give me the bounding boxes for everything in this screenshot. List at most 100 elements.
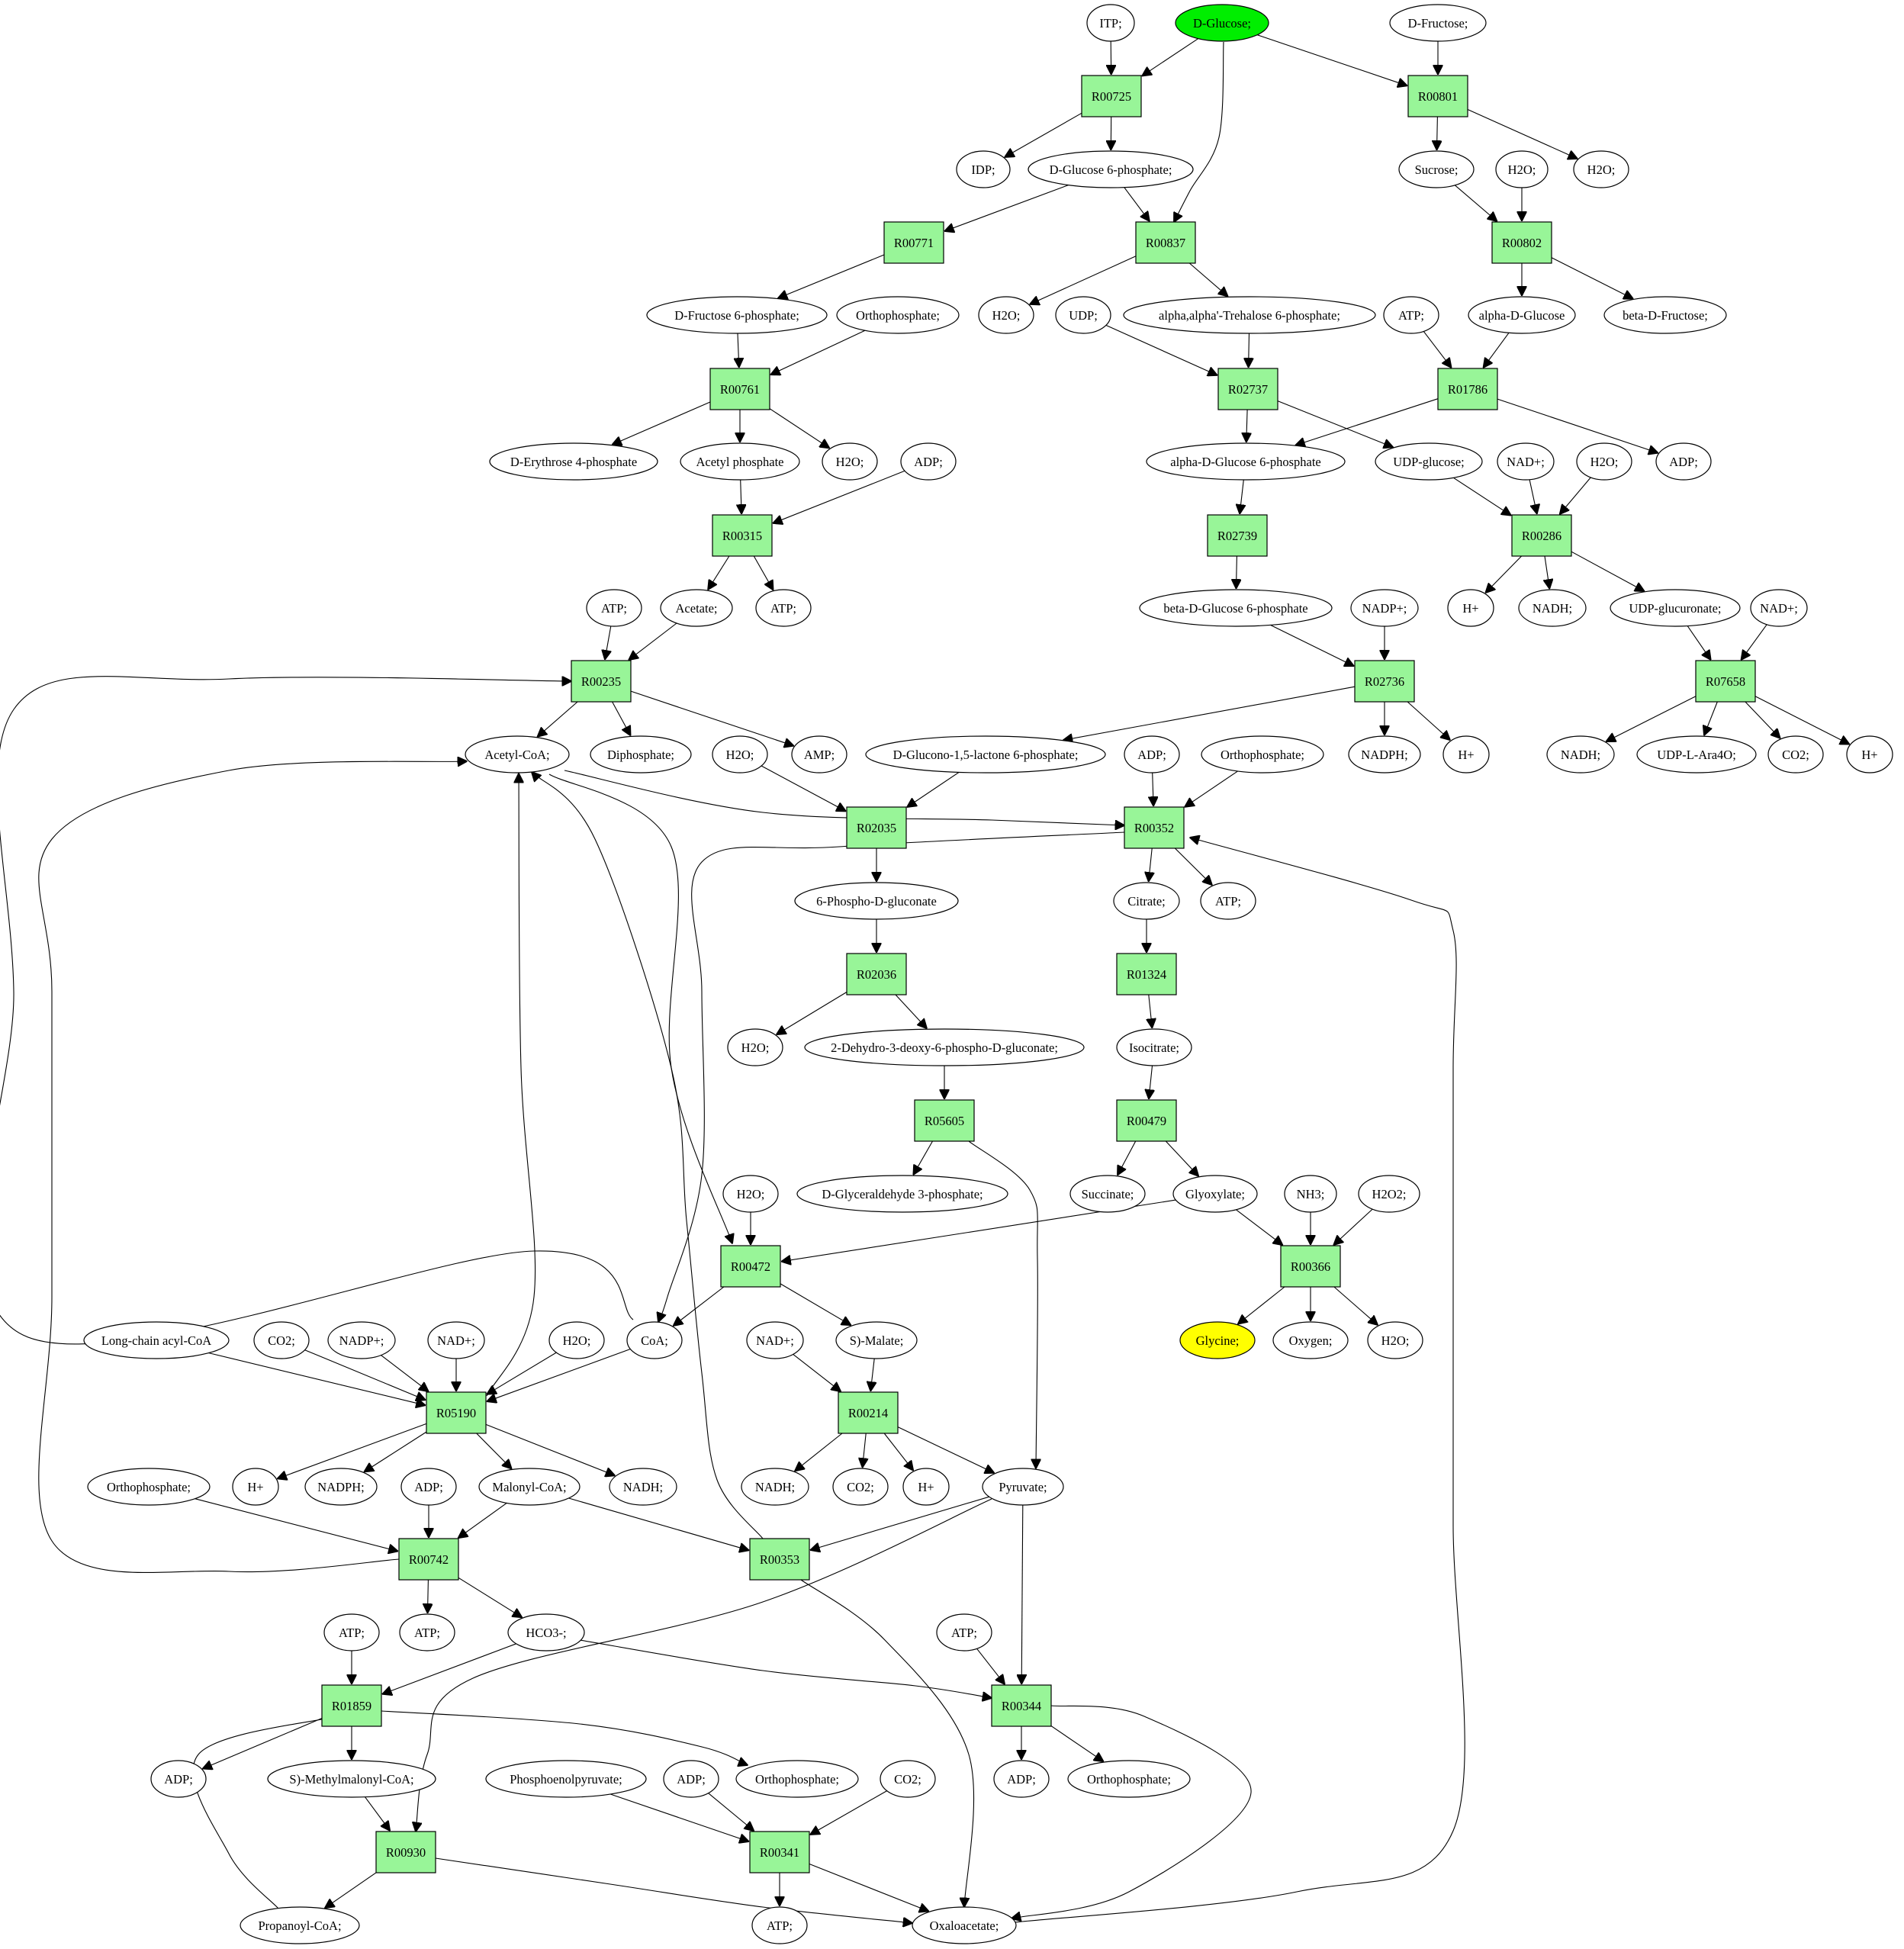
reaction-node-r01786[interactable]: R01786 bbox=[1437, 368, 1498, 410]
metabolite-node-pi_b[interactable]: Orthophosphate; bbox=[1201, 735, 1324, 773]
metabolite-node-atp_b[interactable]: ATP; bbox=[586, 589, 642, 627]
metabolite-node-udp[interactable]: UDP; bbox=[1055, 296, 1111, 334]
metabolite-node-udpglc[interactable]: UDP-glucose; bbox=[1375, 442, 1483, 481]
metabolite-node-nadh_a[interactable]: NADH; bbox=[1518, 589, 1587, 627]
metabolite-node-nad_b[interactable]: NAD+; bbox=[1750, 589, 1808, 627]
reaction-node-r02739[interactable]: R02739 bbox=[1207, 514, 1268, 557]
metabolite-node-adg6p[interactable]: alpha-D-Glucose 6-phosphate bbox=[1146, 442, 1346, 481]
metabolite-node-atp_f[interactable]: ATP; bbox=[323, 1613, 380, 1652]
metabolite-node-adp_a[interactable]: ADP; bbox=[900, 442, 957, 481]
metabolite-node-amp[interactable]: AMP; bbox=[791, 735, 847, 773]
metabolite-node-tre6p[interactable]: alpha,alpha'-Trehalose 6-phosphate; bbox=[1123, 296, 1376, 334]
metabolite-node-smmcoa[interactable]: S)-Methylmalonyl-CoA; bbox=[267, 1760, 436, 1798]
metabolite-node-acp[interactable]: Acetyl phosphate bbox=[680, 442, 800, 481]
reaction-node-r05190[interactable]: R05190 bbox=[426, 1391, 487, 1434]
metabolite-node-nadh_d[interactable]: NADH; bbox=[741, 1468, 809, 1506]
reaction-node-r00472[interactable]: R00472 bbox=[720, 1245, 781, 1288]
metabolite-node-pep[interactable]: Phosphoenolpyruvate; bbox=[485, 1760, 647, 1798]
metabolite-node-h2o_e[interactable]: H2O; bbox=[1576, 442, 1632, 481]
metabolite-node-co2_b[interactable]: CO2; bbox=[253, 1321, 310, 1359]
reaction-node-r00341[interactable]: R00341 bbox=[749, 1831, 810, 1873]
metabolite-node-acetate[interactable]: Acetate; bbox=[660, 589, 733, 627]
metabolite-node-itp[interactable]: ITP; bbox=[1086, 4, 1135, 42]
metabolite-node-dfructose[interactable]: D-Fructose; bbox=[1389, 4, 1487, 42]
metabolite-node-h2o_h[interactable]: H2O; bbox=[722, 1175, 779, 1213]
metabolite-node-g3p[interactable]: D-Glyceraldehyde 3-phosphate; bbox=[796, 1175, 1008, 1213]
metabolite-node-atp_g[interactable]: ATP; bbox=[936, 1613, 992, 1652]
metabolite-node-df6p[interactable]: D-Fructose 6-phosphate; bbox=[646, 296, 828, 334]
metabolite-node-succ[interactable]: Succinate; bbox=[1069, 1175, 1146, 1213]
metabolite-node-pyruvate[interactable]: Pyruvate; bbox=[982, 1468, 1064, 1506]
metabolite-node-pi_d[interactable]: Orthophosphate; bbox=[735, 1760, 859, 1798]
metabolite-node-dglucose[interactable]: D-Glucose; bbox=[1175, 4, 1269, 42]
metabolite-node-h2o_a[interactable]: H2O; bbox=[1495, 150, 1549, 188]
reaction-node-r02035[interactable]: R02035 bbox=[846, 806, 907, 849]
metabolite-node-oaa[interactable]: Oxaloacetate; bbox=[912, 1906, 1017, 1944]
metabolite-node-adglc[interactable]: alpha-D-Glucose bbox=[1468, 296, 1576, 334]
metabolite-node-h_b[interactable]: H+ bbox=[1442, 735, 1490, 773]
reaction-node-r00801[interactable]: R00801 bbox=[1407, 75, 1468, 117]
metabolite-node-h2o_d[interactable]: H2O; bbox=[822, 442, 878, 481]
metabolite-node-nadph_b[interactable]: NADPH; bbox=[304, 1468, 378, 1506]
metabolite-node-adp_c[interactable]: ADP; bbox=[1124, 735, 1180, 773]
metabolite-node-coa[interactable]: CoA; bbox=[626, 1321, 683, 1359]
metabolite-node-h2o_g[interactable]: H2O; bbox=[727, 1028, 783, 1066]
metabolite-node-h2o_c[interactable]: H2O; bbox=[978, 296, 1034, 334]
metabolite-node-pi_c[interactable]: Orthophosphate; bbox=[87, 1468, 211, 1506]
metabolite-node-udpara[interactable]: UDP-L-Ara4O; bbox=[1636, 735, 1757, 773]
metabolite-node-adp_f[interactable]: ADP; bbox=[663, 1760, 719, 1798]
metabolite-node-glyox[interactable]: Glyoxylate; bbox=[1172, 1175, 1258, 1213]
reaction-node-r00761[interactable]: R00761 bbox=[709, 368, 770, 410]
metabolite-node-6pg[interactable]: 6-Phospho-D-gluconate bbox=[794, 882, 959, 920]
metabolite-node-pi_e[interactable]: Orthophosphate; bbox=[1067, 1760, 1191, 1798]
metabolite-node-nad_c[interactable]: NAD+; bbox=[427, 1321, 485, 1359]
reaction-node-r01324[interactable]: R01324 bbox=[1116, 953, 1177, 995]
reaction-node-r00286[interactable]: R00286 bbox=[1511, 514, 1572, 557]
metabolite-node-nad_d[interactable]: NAD+; bbox=[746, 1321, 804, 1359]
reaction-node-r00802[interactable]: R00802 bbox=[1491, 221, 1552, 264]
reaction-node-r00366[interactable]: R00366 bbox=[1280, 1245, 1341, 1288]
metabolite-node-citrate[interactable]: Citrate; bbox=[1113, 882, 1180, 920]
reaction-node-r02736[interactable]: R02736 bbox=[1354, 660, 1415, 703]
metabolite-node-nadp_a[interactable]: NADP+; bbox=[1350, 589, 1419, 627]
metabolite-node-isocit[interactable]: Isocitrate; bbox=[1116, 1028, 1192, 1066]
metabolite-node-idp[interactable]: IDP; bbox=[956, 150, 1011, 188]
metabolite-node-h_c[interactable]: H+ bbox=[1846, 735, 1893, 773]
metabolite-node-lcacoa[interactable]: Long-chain acyl-CoA bbox=[83, 1321, 230, 1359]
metabolite-node-h_e[interactable]: H+ bbox=[902, 1468, 950, 1506]
metabolite-node-malcoa[interactable]: Malonyl-CoA; bbox=[478, 1468, 581, 1506]
metabolite-node-atp_h[interactable]: ATP; bbox=[751, 1906, 808, 1944]
reaction-node-r00352[interactable]: R00352 bbox=[1124, 806, 1185, 849]
reaction-node-r02737[interactable]: R02737 bbox=[1217, 368, 1278, 410]
metabolite-node-glcl6p[interactable]: D-Glucono-1,5-lactone 6-phosphate; bbox=[865, 735, 1106, 773]
metabolite-node-adp_g[interactable]: ADP; bbox=[993, 1760, 1050, 1798]
reaction-node-r00930[interactable]: R00930 bbox=[375, 1831, 436, 1873]
metabolite-node-bdfru[interactable]: beta-D-Fructose; bbox=[1603, 296, 1727, 334]
metabolite-node-h_a[interactable]: H+ bbox=[1447, 589, 1494, 627]
metabolite-node-udpgluc[interactable]: UDP-glucuronate; bbox=[1610, 589, 1741, 627]
metabolite-node-nh3[interactable]: NH3; bbox=[1284, 1175, 1337, 1213]
metabolite-node-adp_d[interactable]: ADP; bbox=[400, 1468, 457, 1506]
reaction-node-r00725[interactable]: R00725 bbox=[1081, 75, 1142, 117]
metabolite-node-pi_a[interactable]: Orthophosphate; bbox=[836, 296, 960, 334]
metabolite-node-glycine[interactable]: Glycine; bbox=[1179, 1321, 1256, 1359]
reaction-node-r00837[interactable]: R00837 bbox=[1135, 221, 1196, 264]
metabolite-node-co2_c[interactable]: CO2; bbox=[832, 1468, 889, 1506]
metabolite-node-nadp_b[interactable]: NADP+; bbox=[327, 1321, 396, 1359]
metabolite-node-ppi[interactable]: Diphosphate; bbox=[590, 735, 692, 773]
reaction-node-r00235[interactable]: R00235 bbox=[571, 660, 632, 703]
metabolite-node-oxygen[interactable]: Oxygen; bbox=[1272, 1321, 1349, 1359]
metabolite-node-co2_a[interactable]: CO2; bbox=[1767, 735, 1824, 773]
reaction-node-r00214[interactable]: R00214 bbox=[838, 1391, 899, 1434]
metabolite-node-bdg6p[interactable]: beta-D-Glucose 6-phosphate bbox=[1139, 589, 1333, 627]
metabolite-node-co2_d[interactable]: CO2; bbox=[880, 1760, 936, 1798]
metabolite-node-nadh_b[interactable]: NADH; bbox=[1546, 735, 1615, 773]
metabolite-node-accoa[interactable]: Acetyl-CoA; bbox=[465, 735, 570, 773]
reaction-node-r00344[interactable]: R00344 bbox=[991, 1684, 1052, 1727]
metabolite-node-h2o_j[interactable]: H2O; bbox=[1367, 1321, 1423, 1359]
metabolite-node-nadh_c[interactable]: NADH; bbox=[609, 1468, 677, 1506]
reaction-node-r05605[interactable]: R05605 bbox=[914, 1099, 975, 1142]
reaction-node-r00479[interactable]: R00479 bbox=[1116, 1099, 1177, 1142]
metabolite-node-atp_a[interactable]: ATP; bbox=[1383, 296, 1439, 334]
metabolite-node-nad_a[interactable]: NAD+; bbox=[1497, 442, 1555, 481]
